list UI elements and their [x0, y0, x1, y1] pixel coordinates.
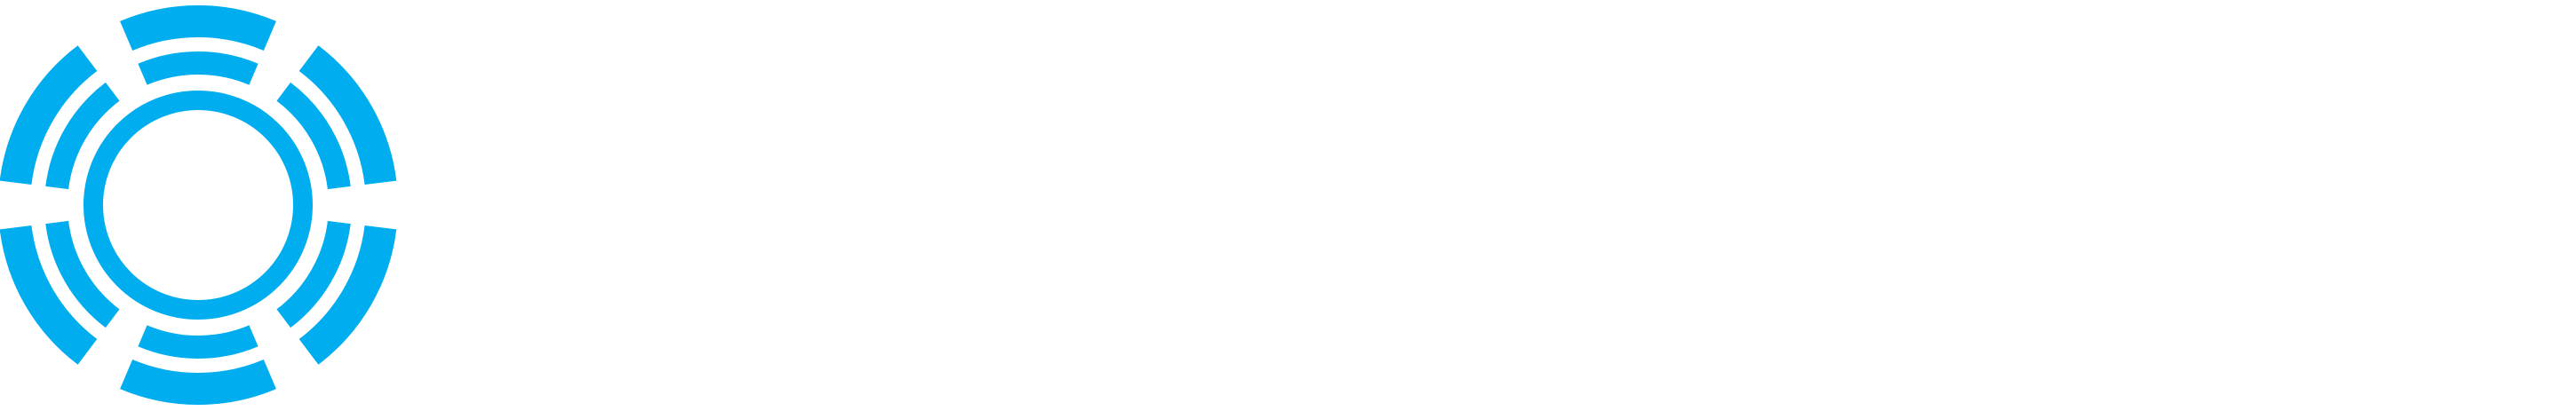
logo-inner-segment [138, 325, 258, 359]
logo-outer-segment [120, 359, 276, 405]
logo-center-ring [83, 91, 313, 320]
logo-inner-segments [45, 51, 351, 359]
logo-outer-segment [0, 225, 98, 365]
logo-outer-segment [298, 45, 397, 186]
logo-outer-segments [0, 5, 397, 405]
logo-outer-segment [298, 225, 397, 365]
segmented-ring-logo-icon [0, 5, 397, 405]
logo-outer-segment [120, 5, 276, 51]
logo-outer-segment [0, 45, 98, 186]
logo-inner-segment [138, 51, 258, 85]
logo-inner-segment [276, 220, 351, 328]
logo-inner-segment [45, 82, 120, 190]
logo-inner-segment [276, 82, 351, 190]
logo-inner-segment [45, 220, 120, 328]
